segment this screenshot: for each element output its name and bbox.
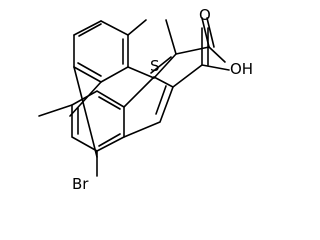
bond-benzene-c6-c5	[100, 66, 129, 83]
bond-carboxyl-hydroxyl	[208, 46, 226, 63]
bond-c5-bromine	[73, 66, 98, 158]
bond-benzene-c3a-c7a	[73, 20, 102, 36]
bond-c2-carboxyl	[175, 46, 210, 55]
bond-acid-main	[172, 64, 203, 88]
hydroxyl-label: OH	[230, 60, 253, 78]
bond-carboxyl-carbonyl-b	[206, 17, 215, 48]
bond-methyl-to-left	[38, 104, 73, 117]
bond-ring-left-inner-3	[98, 133, 121, 147]
molecule-diagram: S O OH Br	[38, 6, 253, 193]
bond-ring-right-inner	[155, 85, 167, 115]
bond-benzene-inner-double-2	[77, 62, 102, 77]
bond-acid-oh	[201, 64, 230, 71]
bond-benzene-inner-double-3	[78, 23, 102, 37]
carbonyl-oxygen-label: O	[199, 6, 211, 24]
bond-thiophene-c3-c3a	[127, 66, 155, 79]
bond-benzene-c7a-c7	[100, 20, 129, 36]
bond-c6-methyl	[69, 81, 102, 117]
bond-thiophene-inner-double	[150, 56, 172, 74]
bond-ring-left-outline	[71, 90, 125, 152]
bond-ring-left-inner-2	[98, 96, 121, 110]
bond-benzene-c5-c4	[73, 66, 102, 83]
bond-thiophene-s-c2	[165, 19, 177, 55]
bond-thiophene-c2-c3	[153, 53, 177, 79]
sulfur-label: S	[150, 57, 160, 75]
bond-thiophene-c7-s	[127, 19, 147, 36]
bromine-label: Br	[72, 175, 89, 193]
